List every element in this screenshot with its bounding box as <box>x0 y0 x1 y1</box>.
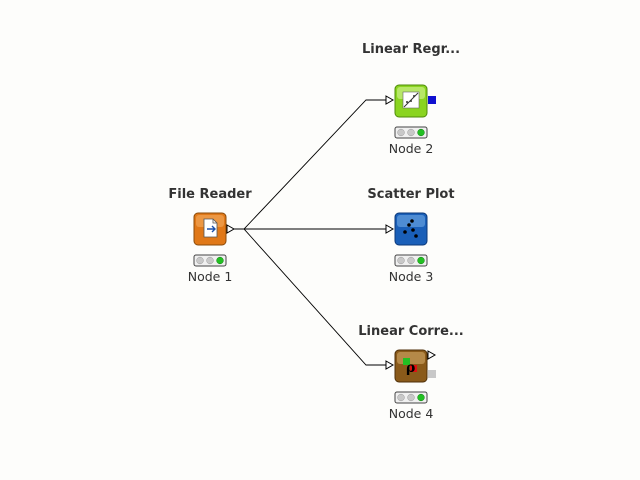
model-out-port[interactable] <box>428 96 436 104</box>
out-port-triangle[interactable] <box>427 350 437 360</box>
node-4-title: Linear Corre... <box>358 324 464 339</box>
document-icon <box>203 218 218 238</box>
node-1-title: File Reader <box>168 187 252 202</box>
node-4-label[interactable]: Node 4 <box>388 406 434 421</box>
traffic-light-node-1 <box>193 254 227 267</box>
in-port-triangle[interactable] <box>385 224 395 234</box>
in-port-triangle[interactable] <box>385 360 395 370</box>
traffic-light-node-2 <box>394 126 428 139</box>
in-port-triangle[interactable] <box>385 95 395 105</box>
node-1-label[interactable]: Node 1 <box>187 269 233 284</box>
node-linear-correlation[interactable]: ρ <box>385 349 437 383</box>
connection-node1-node2[interactable] <box>234 99 386 230</box>
connection-node1-node4[interactable] <box>234 228 386 366</box>
node-file-reader[interactable] <box>193 212 236 246</box>
node-3-title: Scatter Plot <box>367 187 455 202</box>
svg-text:ρ: ρ <box>406 360 415 376</box>
traffic-light-node-4 <box>394 391 428 404</box>
node-scatter-plot[interactable] <box>385 212 428 246</box>
scatter-dots-icon <box>403 219 418 238</box>
inactive-out-port[interactable] <box>428 370 436 378</box>
node-linear-regression[interactable] <box>385 84 436 118</box>
connections-layer <box>234 99 386 366</box>
correlation-matrix-icon: ρ <box>403 358 417 376</box>
node-2-label[interactable]: Node 2 <box>388 141 434 156</box>
node-3-label[interactable]: Node 3 <box>388 269 434 284</box>
node-2-title: Linear Regr... <box>361 42 461 57</box>
traffic-light-node-3 <box>394 254 428 267</box>
regression-chart-icon <box>402 91 420 109</box>
out-port-triangle[interactable] <box>226 224 236 234</box>
